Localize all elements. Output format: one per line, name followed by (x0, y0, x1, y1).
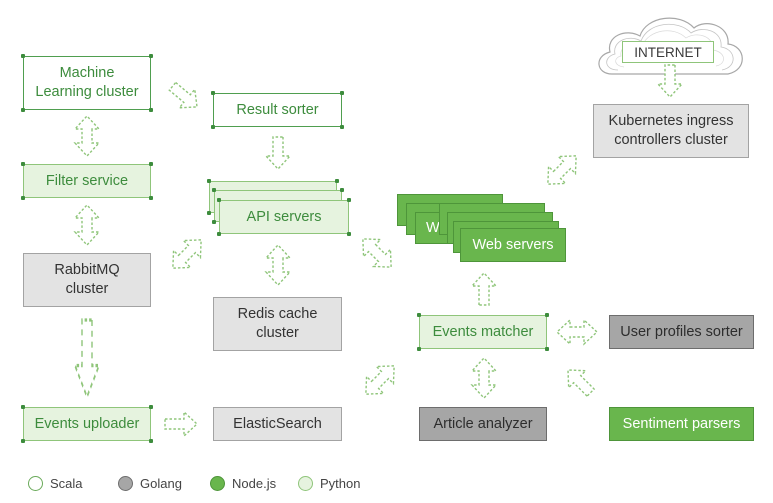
corner-dot (211, 91, 215, 95)
corner-dot (347, 198, 351, 202)
arrow-matcher-article (471, 357, 497, 399)
corner-dot (149, 439, 153, 443)
corner-dot (149, 196, 153, 200)
api-servers-box: API servers (217, 198, 351, 236)
legend-nodejs-dot (210, 476, 225, 491)
sentiment-parsers-box: Sentiment parsers (609, 407, 754, 441)
corner-dot (149, 162, 153, 166)
article-analyzer-box: Article analyzer (419, 407, 547, 441)
arrow-web-kubernetes (538, 146, 586, 194)
arrow-internet-to-kubernetes (657, 64, 683, 98)
arrow-rabbit-api (163, 230, 211, 278)
corner-dot (545, 347, 549, 351)
legend-python-label: Python (320, 476, 361, 491)
corner-dot (21, 162, 25, 166)
corner-dot (417, 347, 421, 351)
corner-dot (212, 220, 216, 224)
legend-golang: Golang (118, 476, 182, 491)
legend-scala-dot (28, 476, 43, 491)
corner-dot (340, 91, 344, 95)
arrow-uploader-to-elastic (164, 411, 198, 437)
legend-python: Python (298, 476, 360, 491)
corner-dot (21, 439, 25, 443)
corner-dot (212, 188, 216, 192)
internet-label: INTERNET (622, 41, 714, 63)
legend-scala: Scala (28, 476, 83, 491)
filter-service-box: Filter service (21, 162, 153, 200)
corner-dot (211, 125, 215, 129)
corner-dot (149, 108, 153, 112)
corner-dot (217, 198, 221, 202)
machine-learning-cluster-box: Machine Learning cluster (21, 54, 153, 112)
legend-scala-label: Scala (50, 476, 83, 491)
kubernetes-ingress-box: Kubernetes ingress controllers cluster (593, 104, 749, 158)
arrow-matcher-to-web (471, 272, 497, 306)
corner-dot (340, 125, 344, 129)
corner-dot (149, 54, 153, 58)
corner-dot (207, 211, 211, 215)
corner-dot (417, 313, 421, 317)
arrow-result-to-api (265, 136, 291, 170)
corner-dot (217, 232, 221, 236)
user-profiles-sorter-box: User profiles sorter (609, 315, 754, 349)
corner-dot (21, 108, 25, 112)
events-uploader-box: Events uploader (21, 405, 153, 443)
corner-dot (207, 179, 211, 183)
arrow-rabbit-filter (74, 204, 100, 246)
arrow-sentiment-to-matcher (558, 360, 600, 402)
legend-python-dot (298, 476, 313, 491)
corner-dot (149, 405, 153, 409)
corner-dot (340, 188, 344, 192)
arrow-rabbit-to-uploader (73, 318, 101, 399)
redis-cache-cluster-box: Redis cache cluster (213, 297, 342, 351)
legend-nodejs-label: Node.js (232, 476, 277, 491)
arrow-elastic-matcher (356, 356, 404, 404)
arrow-filter-ml (74, 115, 100, 157)
corner-dot (21, 405, 25, 409)
legend-golang-label: Golang (140, 476, 182, 491)
arrow-matcher-user-profiles (556, 319, 598, 345)
corner-dot (21, 54, 25, 58)
corner-dot (335, 179, 339, 183)
web-servers-box: Web servers (460, 228, 566, 262)
arrow-api-web (353, 229, 401, 277)
corner-dot (21, 196, 25, 200)
legend-nodejs: Node.js (210, 476, 276, 491)
arrow-ml-to-result-sorter (164, 76, 206, 117)
result-sorter-box: Result sorter (211, 91, 344, 129)
events-matcher-box: Events matcher (417, 313, 549, 351)
elasticsearch-box: ElasticSearch (213, 407, 342, 441)
legend-golang-dot (118, 476, 133, 491)
corner-dot (347, 232, 351, 236)
rabbitmq-cluster-box: RabbitMQ cluster (23, 253, 151, 307)
arrow-api-redis (265, 244, 291, 286)
corner-dot (545, 313, 549, 317)
